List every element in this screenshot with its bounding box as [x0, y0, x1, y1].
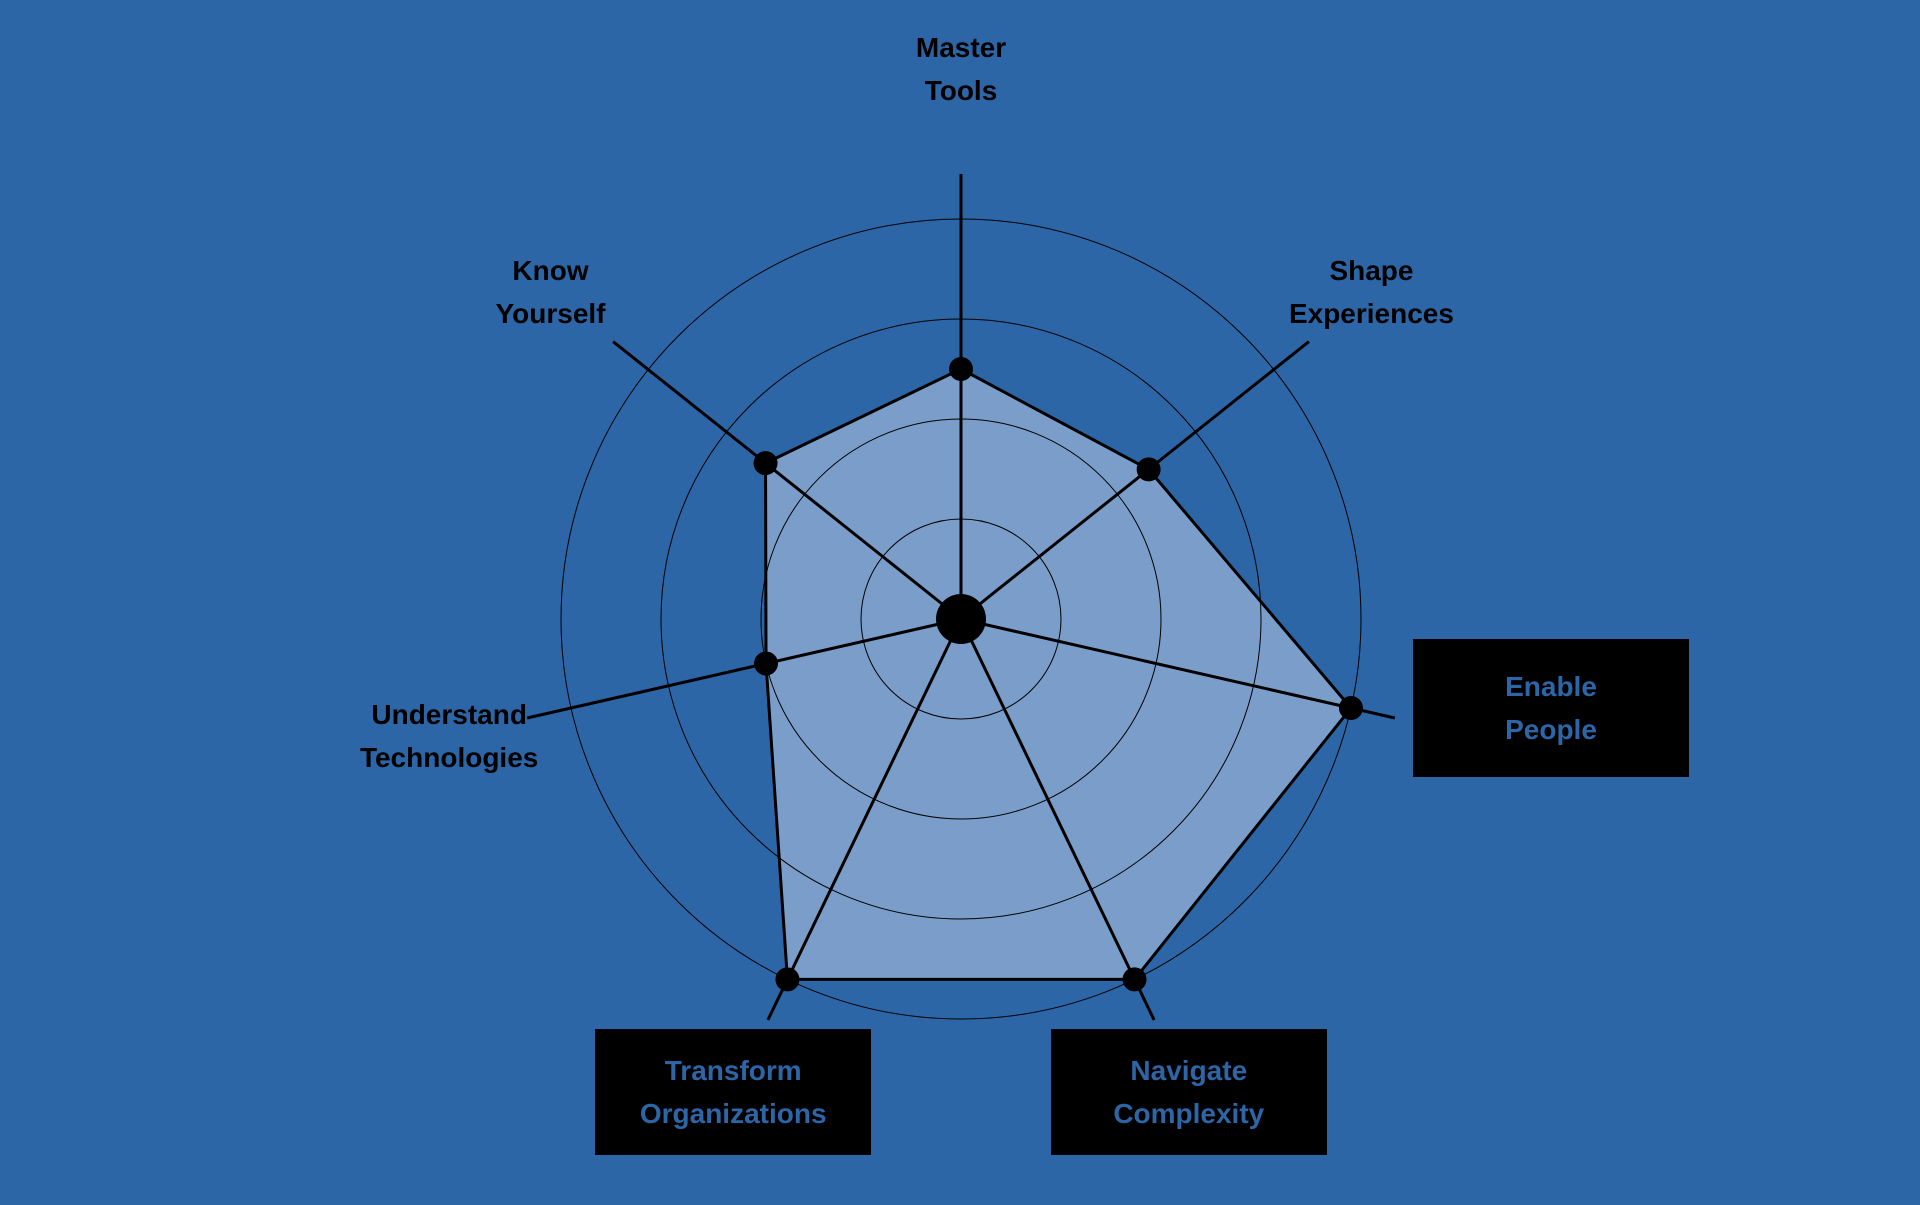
data-outline: [764, 367, 1353, 981]
axis-line-know-yourself: [612, 340, 962, 621]
axis-label-line: Tools: [924, 75, 998, 106]
data-point-transform-organizations: [775, 967, 800, 992]
axis-label-line: Transform: [664, 1055, 802, 1086]
axis-label-line: Experiences: [1288, 297, 1454, 329]
axis-label-line: Enable: [1505, 671, 1597, 702]
axis-label-line: Shape: [1329, 254, 1414, 286]
axis-label-line: Master: [915, 32, 1007, 63]
axis-line-navigate-complexity: [959, 618, 1156, 1021]
axis-label-line: People: [1505, 714, 1597, 745]
data-point-enable-people: [1338, 696, 1363, 721]
axis-line-understand-technologies: [526, 617, 962, 720]
axis-label-line: Organizations: [639, 1098, 827, 1129]
axis-label-line: Complexity: [1113, 1098, 1265, 1129]
data-point-know-yourself: [753, 451, 778, 476]
center-hub: [936, 594, 986, 644]
axis-label-line: Understand: [371, 698, 527, 730]
data-point-understand-technologies: [754, 651, 779, 676]
axis-label-line: Technologies: [359, 741, 539, 773]
data-area: [765, 369, 1351, 980]
axis-line-transform-organizations: [766, 618, 963, 1021]
data-point-shape-experiences: [1136, 457, 1161, 482]
axis-label-line: Yourself: [495, 297, 606, 329]
axis-line-shape-experiences: [960, 340, 1310, 621]
axis-line-enable-people: [960, 617, 1396, 720]
data-point-master-tools: [949, 357, 973, 381]
axis-label-line: Navigate: [1130, 1055, 1248, 1086]
data-point-navigate-complexity: [1122, 967, 1147, 992]
axis-label-line: Know: [512, 254, 589, 286]
